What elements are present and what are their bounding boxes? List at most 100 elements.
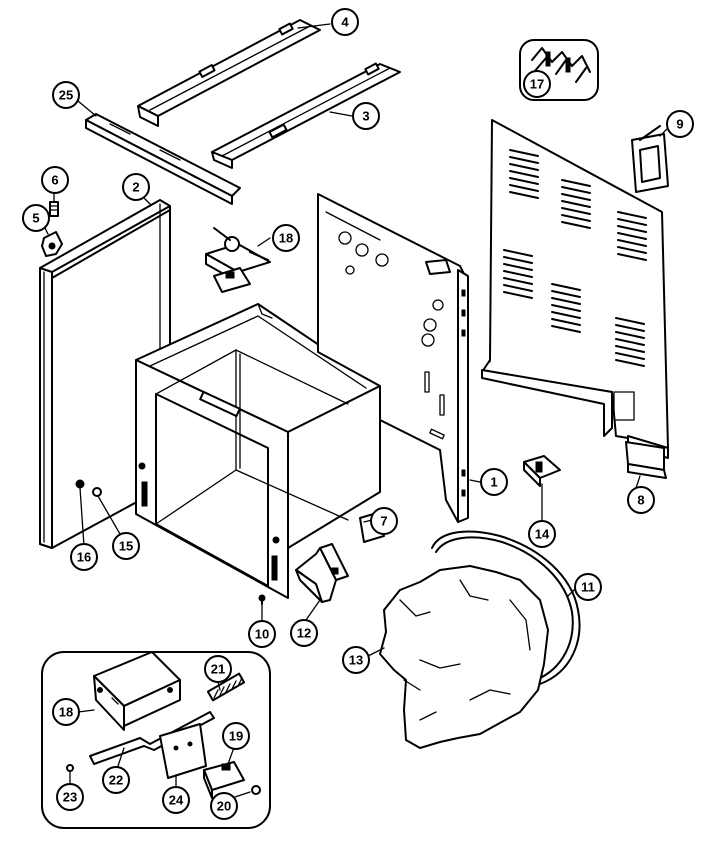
callout-25: 24: [162, 786, 190, 814]
vent-slot: [509, 149, 539, 157]
vent-slot: [509, 184, 539, 192]
part-18-switch-bracket: [205, 227, 271, 293]
vent-slot: [617, 239, 647, 247]
part-23-rod: [89, 711, 215, 765]
svg-text:25: 25: [59, 88, 73, 103]
part-6-screw: [49, 201, 59, 217]
part-10-screw: [258, 594, 266, 605]
part-21-screw: [251, 785, 261, 795]
vent-slot: [561, 221, 591, 229]
part-3-lower-rail: [211, 62, 401, 169]
svg-text:18: 18: [279, 231, 293, 246]
vent-slot: [551, 318, 581, 326]
callout-bubbles: 4 3 25 17 9 6 2 5 18 1 8 7 14 16 15 11 1…: [22, 8, 694, 820]
callout-2: 2: [122, 173, 150, 201]
part-24-nut: [66, 764, 74, 772]
vent-slot: [509, 170, 539, 178]
vent-slot: [615, 352, 645, 360]
svg-text:8: 8: [637, 493, 644, 508]
vent-slot: [561, 200, 591, 208]
callout-18-top: 18: [272, 224, 300, 252]
part-13-insulation: [379, 565, 549, 749]
callout-5: 5: [22, 204, 50, 232]
vent-slot: [617, 246, 647, 254]
vent-slot: [561, 207, 591, 215]
vent-slot: [561, 179, 591, 187]
vent-slot: [617, 232, 647, 240]
callout-23: 22: [102, 766, 130, 794]
part-14-clip: [523, 455, 561, 487]
part-12-hinge-bracket: [295, 543, 349, 603]
part-11-gasket: [431, 530, 581, 685]
svg-text:17: 17: [530, 77, 544, 92]
vent-slot: [617, 218, 647, 226]
svg-text:23: 23: [63, 790, 77, 805]
svg-text:22: 22: [109, 773, 123, 788]
callout-10: 10: [248, 620, 276, 648]
svg-text:1: 1: [490, 475, 497, 490]
callout-19: 18: [52, 698, 80, 726]
svg-text:2: 2: [132, 180, 139, 195]
vent-slot: [503, 263, 533, 271]
callout-4: 4: [331, 8, 359, 36]
svg-text:19: 19: [229, 729, 243, 744]
part-1-side-panel: [317, 193, 469, 523]
vent-slot: [503, 284, 533, 292]
callout-26: 25: [52, 81, 80, 109]
vent-slot: [615, 345, 645, 353]
vent-slot: [617, 225, 647, 233]
vent-slot: [615, 331, 645, 339]
callout-22: 21: [204, 655, 232, 683]
vent-slot: [503, 291, 533, 299]
part-26-front-trim: [85, 113, 241, 205]
vent-slot: [551, 311, 581, 319]
svg-text:21: 21: [211, 662, 225, 677]
svg-text:9: 9: [676, 117, 683, 132]
svg-text:7: 7: [380, 514, 387, 529]
callout-14: 14: [528, 520, 556, 548]
svg-text:15: 15: [119, 539, 133, 554]
part-19-bracket: [93, 651, 181, 731]
vent-slot: [509, 163, 539, 171]
vent-slot: [551, 297, 581, 305]
svg-text:13: 13: [349, 653, 363, 668]
callout-13: 13: [342, 646, 370, 674]
vent-slot: [615, 338, 645, 346]
callout-16: 16: [70, 543, 98, 571]
vent-slot: [617, 253, 647, 261]
callout-15: 15: [112, 532, 140, 560]
part-20-switch: [203, 761, 245, 799]
vent-slot: [503, 256, 533, 264]
part-22-spring: [206, 672, 246, 702]
svg-text:11: 11: [581, 580, 595, 595]
svg-text:12: 12: [297, 626, 311, 641]
svg-text:10: 10: [255, 627, 269, 642]
vent-slot: [509, 191, 539, 199]
svg-text:18: 18: [59, 705, 73, 720]
callout-21: 20: [210, 792, 238, 820]
callout-7: 7: [370, 507, 398, 535]
callout-12: 12: [290, 619, 318, 647]
vent-slot: [561, 186, 591, 194]
vent-slot: [615, 317, 645, 325]
vent-slot: [615, 324, 645, 332]
back-panel-vents: [503, 149, 647, 367]
svg-text:4: 4: [341, 15, 349, 30]
part-9-bracket: [631, 125, 669, 193]
vent-slot: [509, 177, 539, 185]
part-15-washer: [92, 487, 102, 497]
callout-8: 8: [627, 486, 655, 514]
svg-text:6: 6: [51, 173, 58, 188]
svg-text:14: 14: [535, 527, 550, 542]
svg-text:20: 20: [217, 799, 231, 814]
svg-text:3: 3: [362, 109, 369, 124]
vent-slot: [551, 290, 581, 298]
part-8-bracket: [625, 441, 667, 479]
vent-slot: [561, 214, 591, 222]
callout-11: 11: [574, 573, 602, 601]
svg-text:5: 5: [32, 211, 39, 226]
svg-text:24: 24: [169, 793, 184, 808]
part-25-plate: [159, 723, 207, 779]
